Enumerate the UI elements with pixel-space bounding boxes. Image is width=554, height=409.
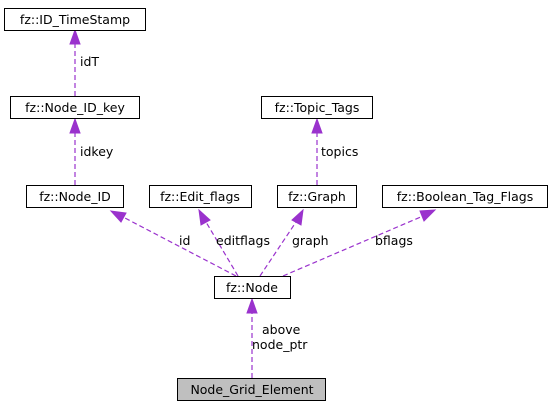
edge-bflags: bflags: [282, 209, 437, 277]
node-label: fz::Node_ID_key: [25, 100, 125, 115]
edge-label-idkey: idkey: [80, 144, 114, 159]
edge-topics: topics: [311, 117, 358, 185]
edge-id: id: [109, 210, 237, 277]
node-label: fz::Graph: [288, 189, 346, 204]
edge-above-node-ptr: above node_ptr: [246, 297, 308, 378]
edge-label-idt: idT: [80, 54, 99, 69]
edge-label-graph: graph: [292, 233, 329, 248]
edge-label-editflags: editflags: [216, 233, 270, 248]
node-label: fz::Topic_Tags: [275, 100, 360, 115]
edge-idkey: idkey: [69, 117, 114, 185]
edge-idt: idT: [69, 28, 99, 96]
node-node-id[interactable]: fz::Node_ID: [26, 185, 124, 208]
edge-label-above: above: [262, 322, 301, 337]
node-edit-flags[interactable]: fz::Edit_flags: [149, 185, 252, 208]
edge-label-node-ptr: node_ptr: [252, 337, 308, 352]
node-graph[interactable]: fz::Graph: [277, 185, 357, 208]
edge-editflags: editflags: [198, 208, 270, 277]
edge-label-id: id: [179, 233, 190, 248]
node-label: fz::Node: [226, 280, 278, 295]
node-boolean-tag-flags[interactable]: fz::Boolean_Tag_Flags: [382, 185, 548, 208]
node-node-id-key[interactable]: fz::Node_ID_key: [10, 96, 140, 119]
node-id-timestamp[interactable]: fz::ID_TimeStamp: [4, 8, 146, 31]
edge-label-bflags: bflags: [375, 233, 413, 248]
node-label: fz::Boolean_Tag_Flags: [397, 189, 533, 204]
edge-graph: graph: [259, 208, 329, 277]
node-label: fz::Node_ID: [39, 189, 111, 204]
node-label: fz::Edit_flags: [160, 189, 240, 204]
node-topic-tags[interactable]: fz::Topic_Tags: [261, 96, 373, 119]
node-node[interactable]: fz::Node: [214, 276, 291, 299]
node-label: Node_Grid_Element: [190, 382, 313, 397]
node-node-grid-element[interactable]: Node_Grid_Element: [177, 378, 326, 401]
node-label: fz::ID_TimeStamp: [20, 12, 130, 27]
edge-label-topics: topics: [321, 144, 358, 159]
